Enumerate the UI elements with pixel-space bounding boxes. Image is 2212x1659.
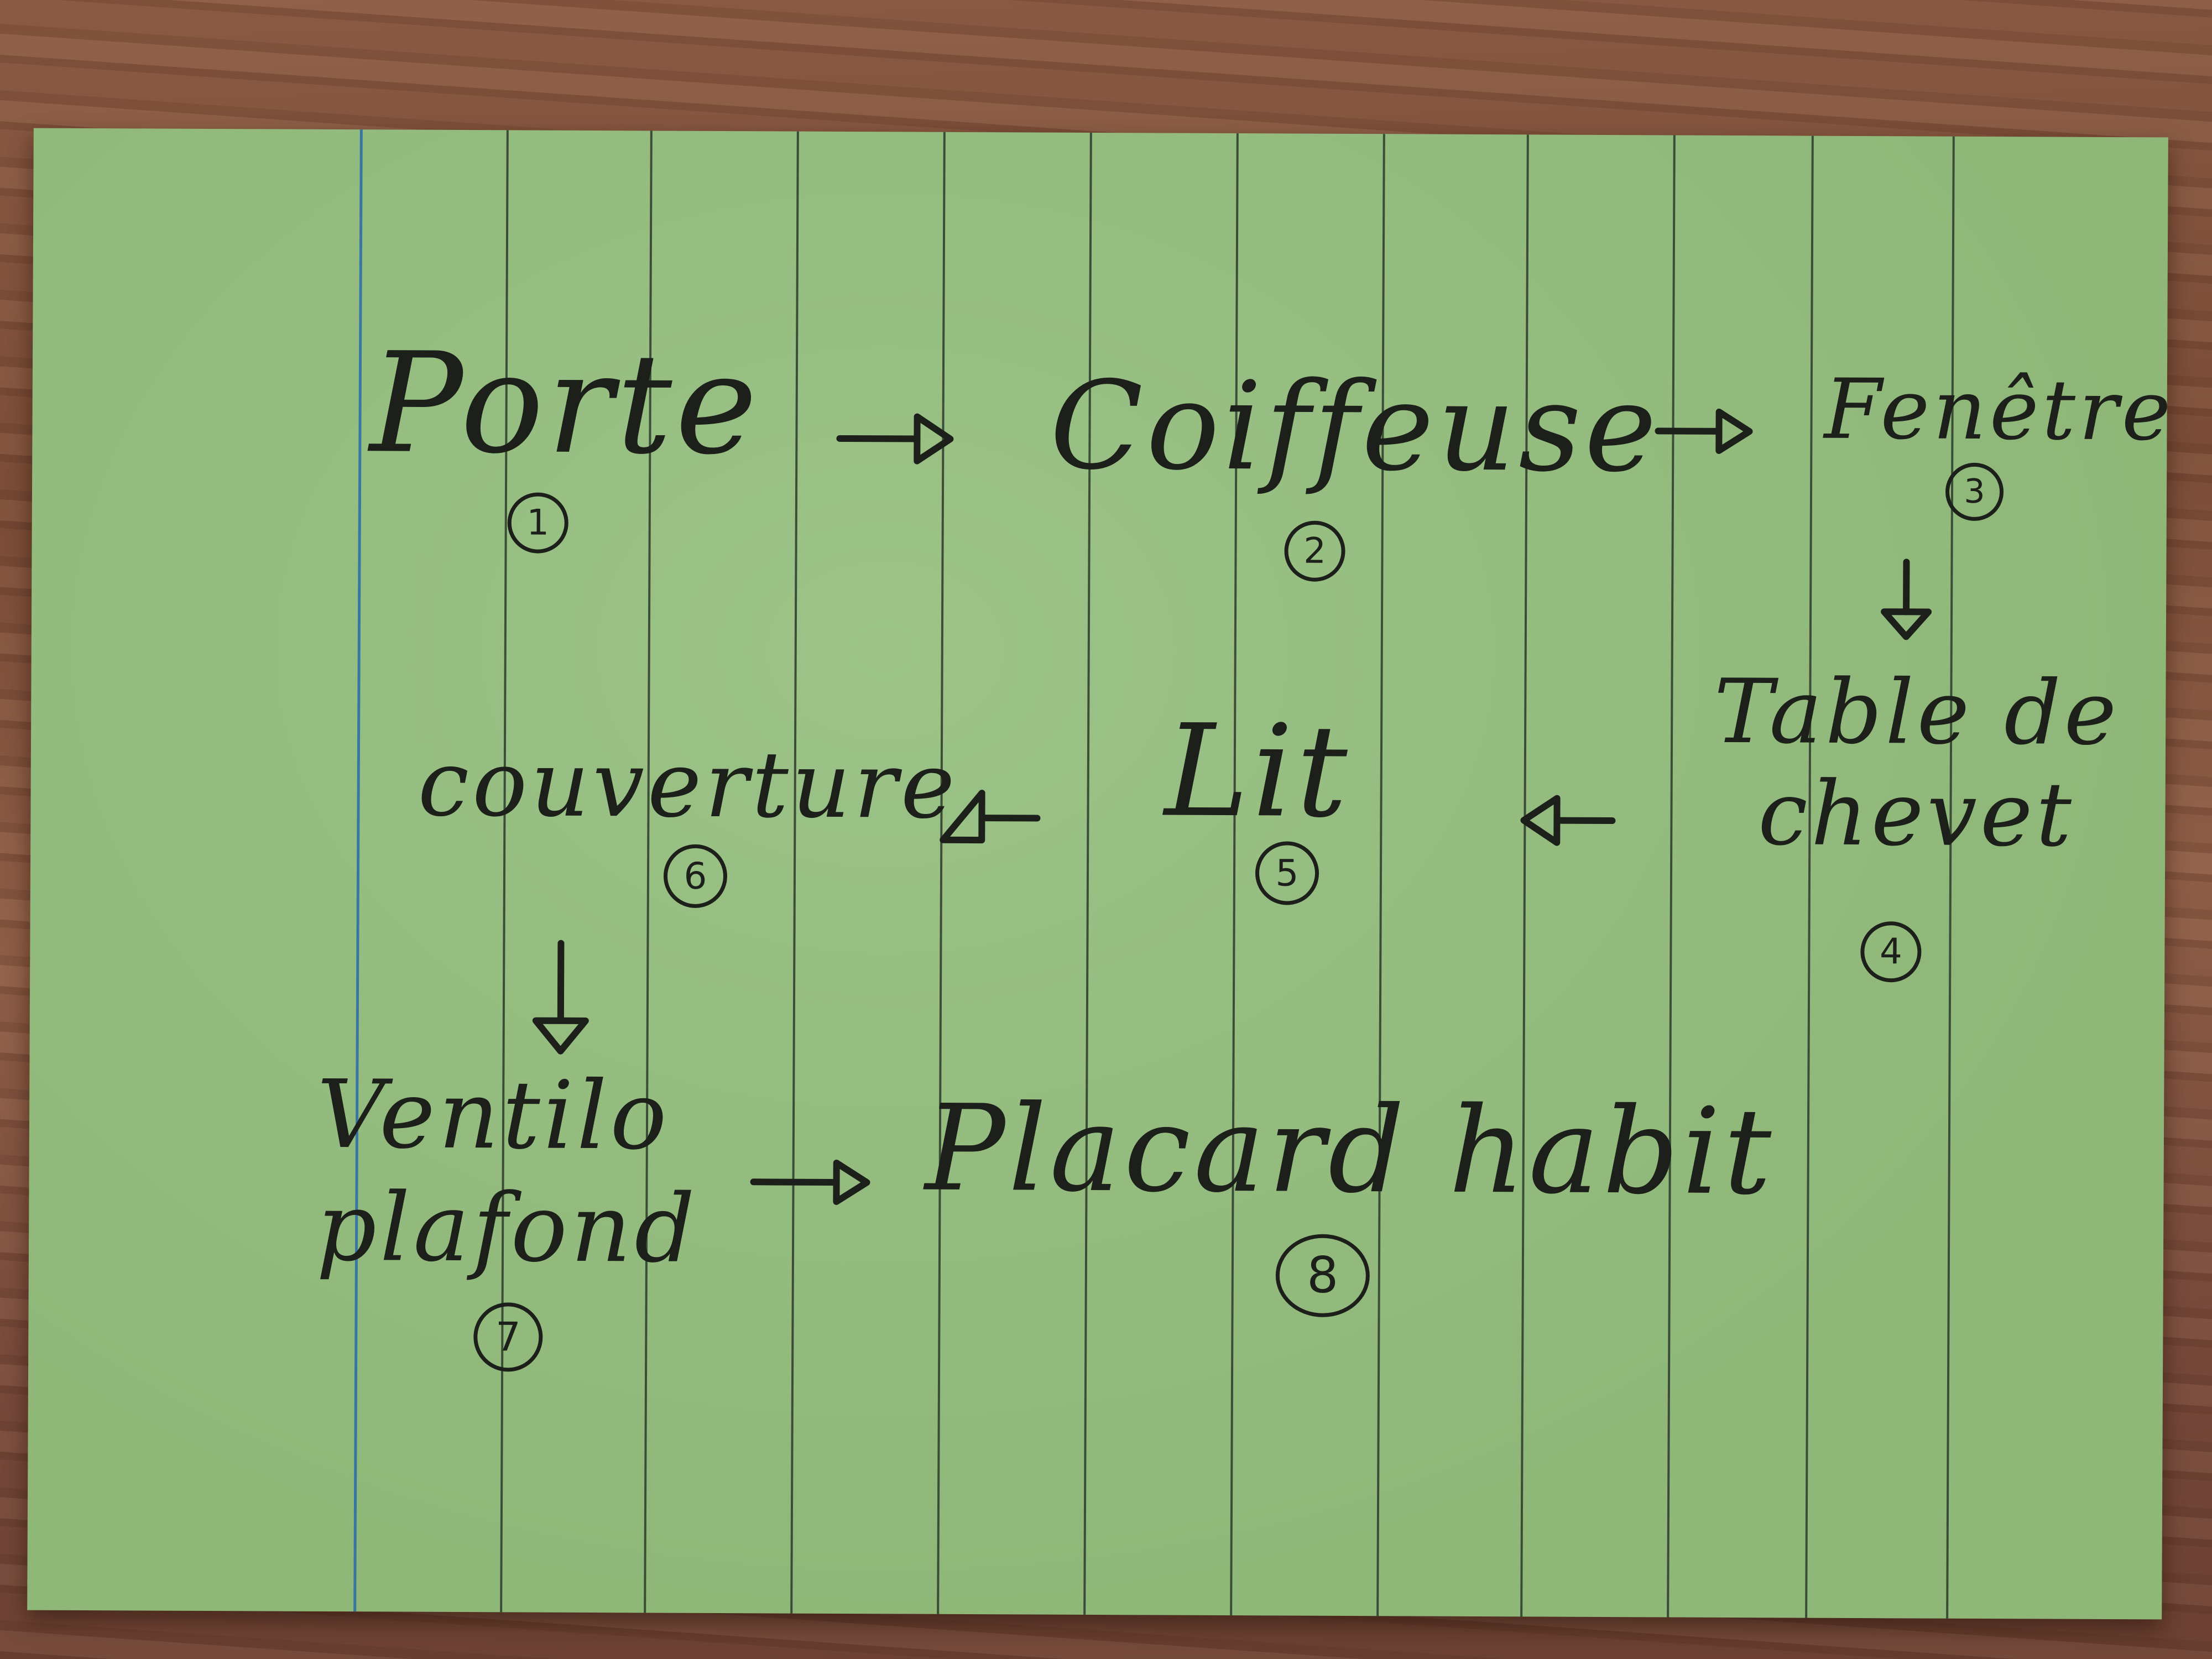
flow-arrows [532, 408, 1932, 1205]
index-card: Porte Coiffeuse Fenêtre Table de chevet … [27, 128, 2174, 1620]
arrow-right-icon [836, 413, 954, 465]
arrow-down-icon [532, 940, 589, 1055]
arrow-left-icon [1520, 795, 1616, 846]
arrow-right-icon [1655, 408, 1753, 454]
arrow-right-icon [750, 1159, 870, 1205]
arrow-left-icon [940, 790, 1041, 844]
arrow-down-icon [1881, 559, 1932, 640]
